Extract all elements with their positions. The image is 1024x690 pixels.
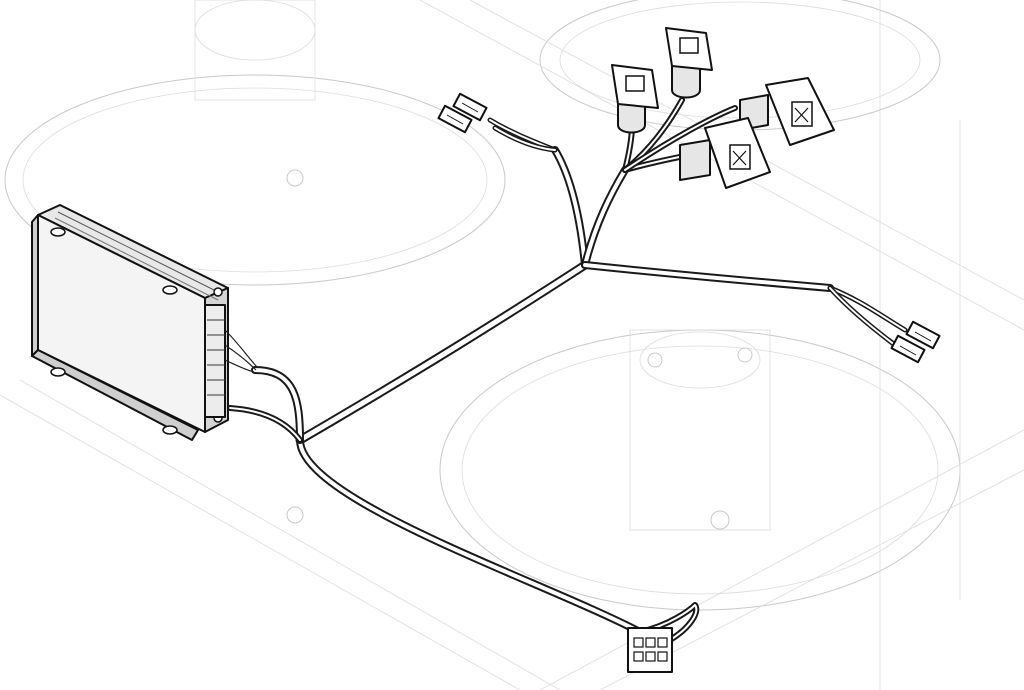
connector-upper-left <box>437 92 488 134</box>
valve-connector-1 <box>611 64 659 134</box>
harness-wires <box>227 97 908 643</box>
valve-connector-4 <box>679 117 771 189</box>
connector-bottom <box>627 627 673 673</box>
valve-connector-2 <box>665 27 713 99</box>
connector-right <box>890 320 941 364</box>
control-module <box>31 204 259 441</box>
